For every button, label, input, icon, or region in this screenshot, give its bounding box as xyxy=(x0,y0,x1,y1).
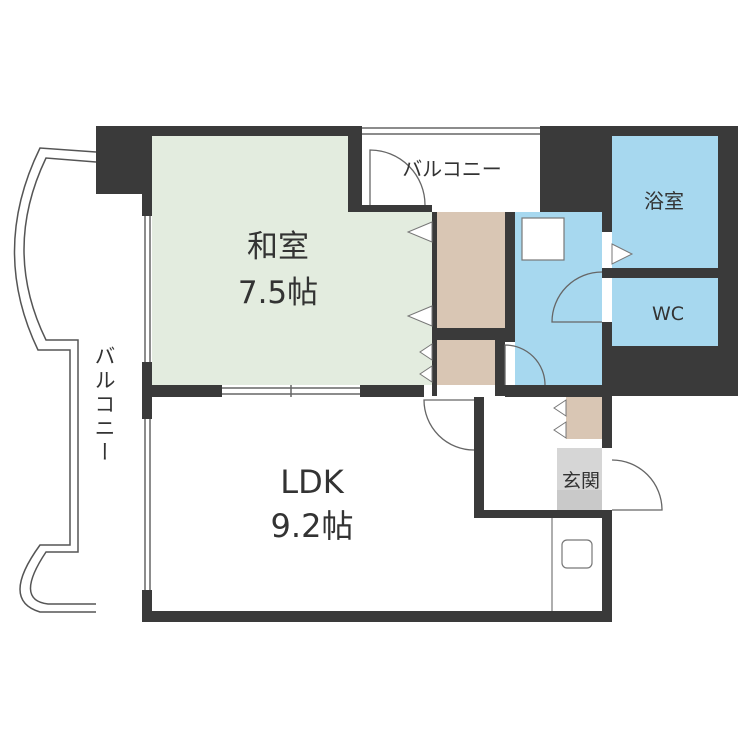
balcony-top-label: バルコニー xyxy=(402,157,502,181)
sink-icon xyxy=(561,539,593,569)
bath-label: 浴室 xyxy=(644,189,684,213)
wc-room xyxy=(612,278,718,346)
wc-label: WC xyxy=(652,303,684,325)
bath-room xyxy=(612,136,718,268)
closet-lower xyxy=(437,340,495,385)
ldk-size: 9.2帖 xyxy=(271,507,354,545)
entrance-label: 玄関 xyxy=(562,470,600,492)
closet-upper xyxy=(437,212,505,328)
doors xyxy=(369,149,663,511)
shoe-closet xyxy=(566,397,602,439)
closet-door-markers xyxy=(406,221,634,439)
walls xyxy=(96,126,738,622)
balcony-side-label: バルコニー xyxy=(92,345,116,465)
washing-machine xyxy=(521,217,565,261)
entrance-step xyxy=(557,490,602,510)
washitsu-size: 7.5帖 xyxy=(238,275,318,311)
side-balcony xyxy=(13,147,97,613)
ldk-room xyxy=(152,397,474,611)
windows xyxy=(144,127,540,590)
ldk-name: LDK xyxy=(280,463,344,501)
washitsu-name: 和室 xyxy=(247,229,309,265)
